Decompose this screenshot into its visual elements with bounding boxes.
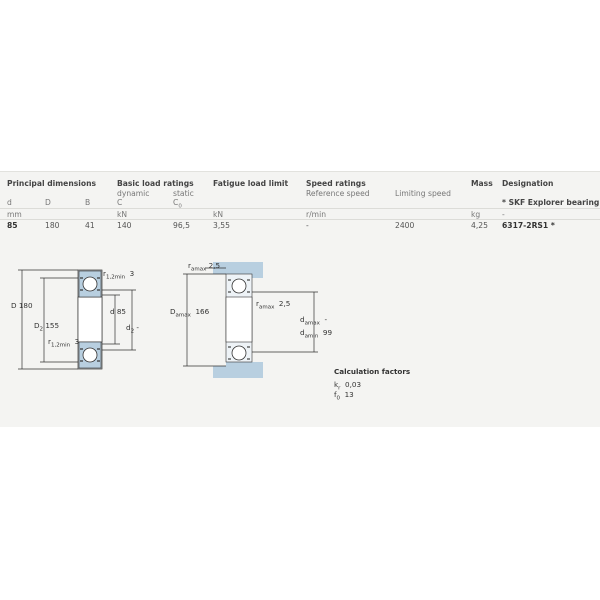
explorer-note: * SKF Explorer bearing	[502, 198, 600, 207]
value-mass: 4,25	[471, 221, 488, 230]
label-D: D 180	[11, 301, 33, 310]
label-r12min-bottom: r1,2min 3	[48, 337, 80, 349]
header-fatigue-load-limit: Fatigue load limit	[213, 179, 289, 188]
units-divider	[0, 219, 600, 220]
unit-kN-load: kN	[117, 210, 128, 219]
subheader-dynamic: dynamic	[117, 189, 150, 198]
value-designation[interactable]: 6317-2RS1 *	[502, 221, 555, 230]
label-damin: damin 99	[300, 328, 333, 340]
value-C0: 96,5	[173, 221, 190, 230]
unit-dash: -	[502, 210, 505, 219]
symbol-D: D	[45, 198, 51, 207]
value-fatigue-load-limit: 3,55	[213, 221, 230, 230]
subheader-static: static	[173, 189, 194, 198]
subheader-limiting-speed: Limiting speed	[395, 189, 451, 198]
header-designation: Designation	[502, 179, 554, 188]
unit-kg: kg	[471, 210, 481, 219]
value-reference-speed: -	[306, 221, 309, 230]
value-d: 85	[7, 221, 18, 230]
unit-kN-fatigue: kN	[213, 210, 224, 219]
symbol-C0: C0	[173, 198, 182, 210]
label-d: d 85	[110, 307, 127, 316]
value-C: 140	[117, 221, 132, 230]
label-damax: damax -	[300, 315, 328, 327]
value-D: 180	[45, 221, 60, 230]
header-divider	[0, 208, 600, 209]
label-Damax: Damax 166	[170, 307, 210, 319]
label-D2: D2 155	[34, 321, 60, 333]
calc-kr: kr 0,03	[334, 380, 362, 392]
value-limiting-speed: 2400	[395, 221, 415, 230]
label-ramax-mid: ramax 2,5	[256, 299, 291, 311]
calc-f0: f0 13	[334, 390, 354, 402]
header-speed-ratings: Speed ratings	[306, 179, 366, 188]
label-d2: d2 -	[126, 323, 139, 335]
symbol-d: d	[7, 198, 12, 207]
symbol-C: C	[117, 198, 123, 207]
header-principal-dimensions: Principal dimensions	[7, 179, 97, 188]
unit-rmin: r/min	[306, 210, 327, 219]
calc-factors-title: Calculation factors	[334, 367, 411, 376]
symbol-B: B	[85, 198, 91, 207]
header-mass: Mass	[471, 179, 493, 188]
subheader-reference-speed: Reference speed	[306, 189, 370, 198]
unit-mm: mm	[7, 210, 22, 219]
label-r12min-top: r1,2min 3	[103, 269, 135, 281]
label-ramax-top: ramax 2,5	[188, 261, 221, 273]
header-basic-load-ratings: Basic load ratings	[117, 179, 194, 188]
value-B: 41	[85, 221, 95, 230]
